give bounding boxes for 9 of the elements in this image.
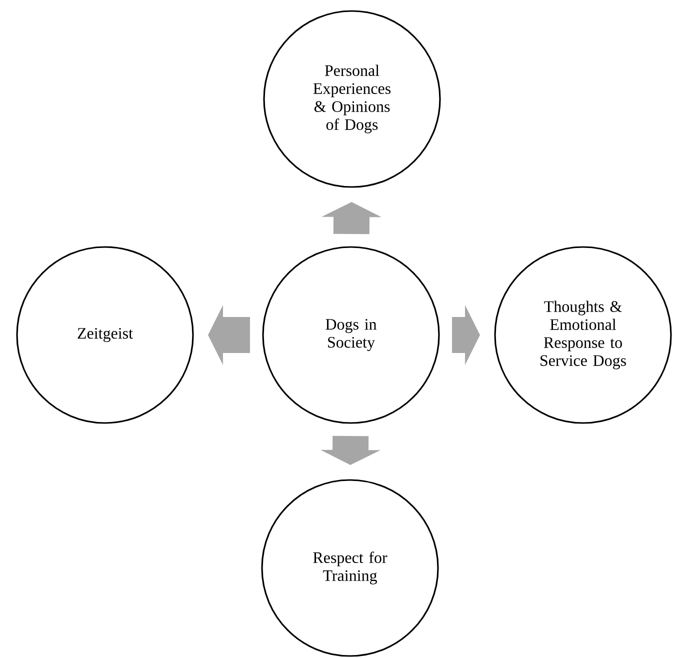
circle-node: Thoughts & Emotional Response to Service Dogs	[494, 246, 672, 424]
circle-node: Dogs in Society	[262, 246, 440, 424]
circle-node: Personal Experiences & Opinions of Dogs	[263, 10, 441, 188]
circle-node: Respect for Training	[261, 479, 439, 657]
block-arrow	[320, 436, 380, 465]
circle-node: Zeitgeist	[16, 246, 194, 424]
block-arrow	[452, 305, 480, 365]
block-arrow	[322, 202, 382, 234]
block-arrow	[208, 305, 250, 365]
